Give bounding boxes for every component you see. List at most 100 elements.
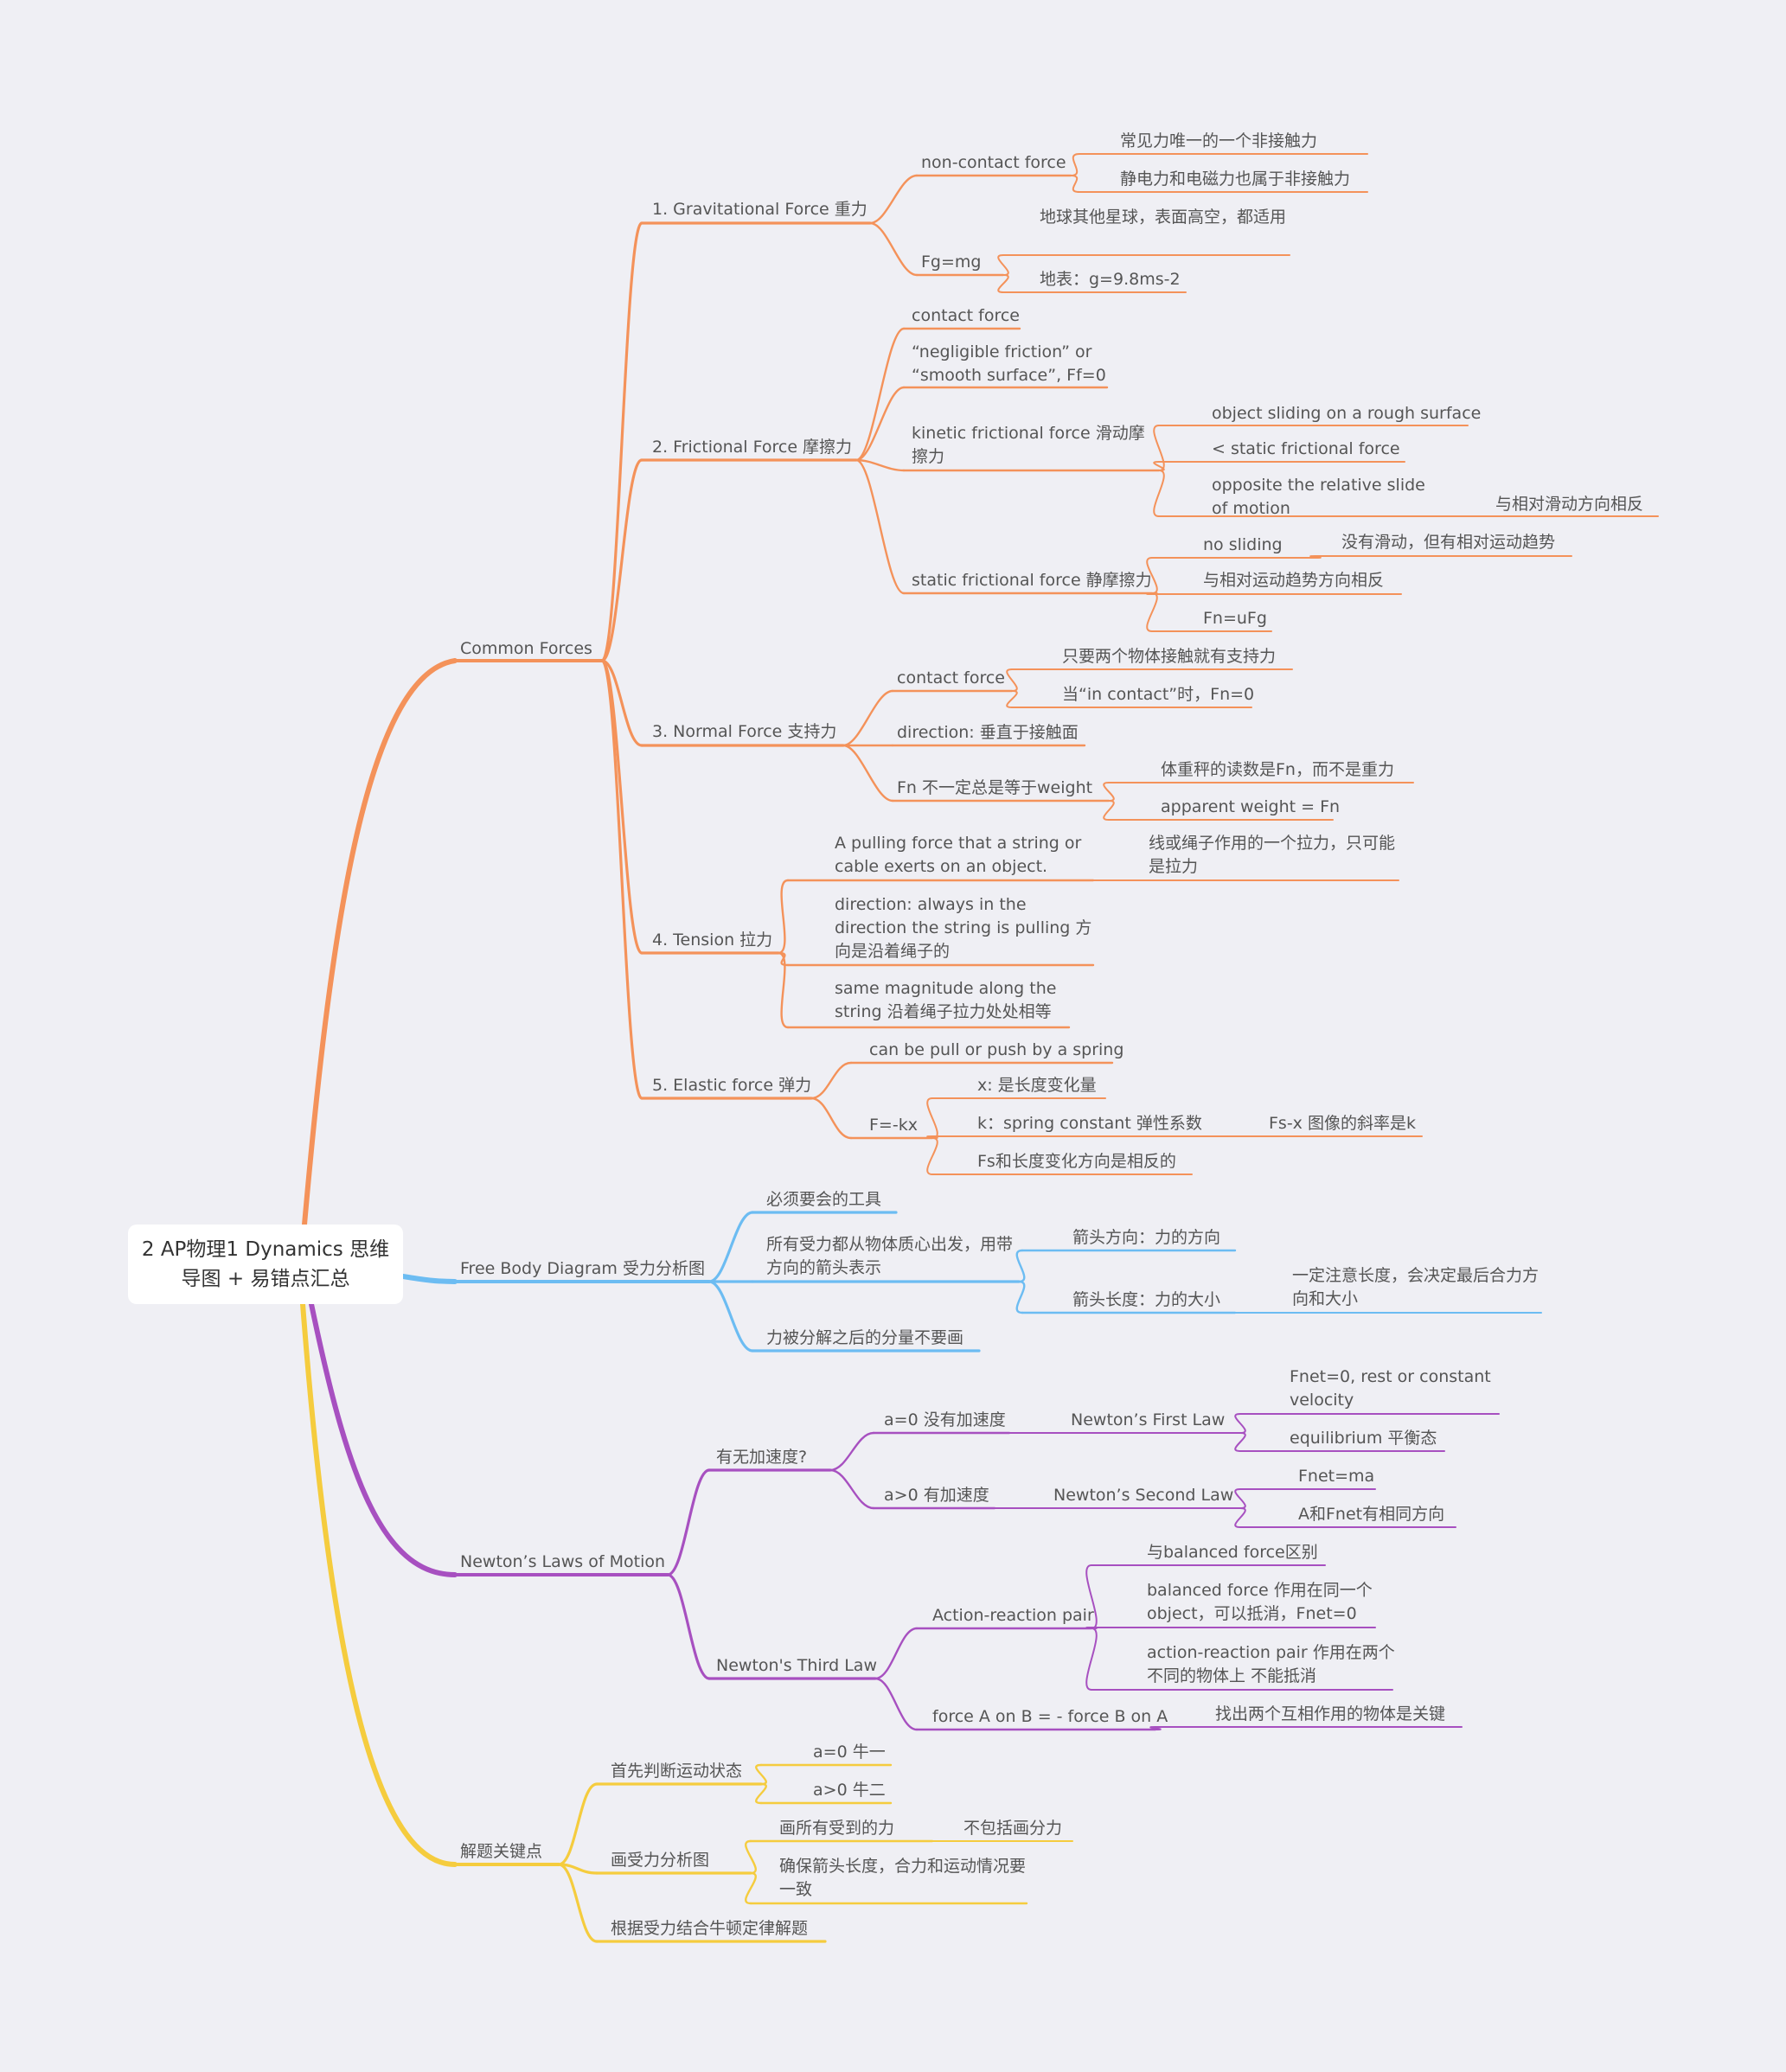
topic-a1-second[interactable]: a>0 牛二 — [813, 1781, 886, 1800]
newton-edge-1 — [666, 1573, 711, 1680]
topic-friction-contact[interactable]: contact force — [912, 306, 1020, 325]
topic-arrow-length[interactable]: 箭头长度：力的大小 — [1072, 1290, 1221, 1309]
newton-1-0-edge-2 — [1085, 1628, 1098, 1691]
topic-sliding-rough[interactable]: object sliding on a rough surface — [1212, 404, 1482, 423]
topic-non-contact-force[interactable]: non-contact force — [921, 153, 1066, 172]
topic-tension-magnitude[interactable]: same magnitude along the string 沿着绳子拉力处处… — [835, 979, 1057, 1021]
topic-vs-balanced[interactable]: 与balanced force区别 — [1147, 1543, 1318, 1562]
solve-0-edge-0 — [755, 1763, 767, 1786]
topic-a-fnet-same[interactable]: A和Fnet有相同方向 — [1298, 1505, 1445, 1524]
topic-length-matters[interactable]: 一定注意长度，会决定最后合力方向和大小 — [1292, 1266, 1540, 1308]
forces-4-1-edge-2 — [926, 1137, 938, 1175]
topic-normal-direction[interactable]: direction: 垂直于接触面 — [897, 723, 1079, 742]
topic-pair-no-cancel[interactable]: action-reaction pair 作用在两个不同的物体上 不能抵消 — [1147, 1643, 1395, 1685]
solve-0-edge-1 — [755, 1782, 767, 1805]
topic-no-components-draw[interactable]: 不包括画分力 — [963, 1819, 1063, 1838]
topic-opposite-trend[interactable]: 与相对运动趋势方向相反 — [1203, 571, 1385, 590]
root-edge-forces — [302, 658, 458, 1227]
forces-1-3-edge-2 — [1146, 592, 1158, 632]
topic-normal-contact[interactable]: contact force — [897, 668, 1005, 687]
topic-fg-everywhere[interactable]: 地球其他星球，表面高空，都适用 — [1040, 208, 1287, 227]
topic-g-value[interactable]: 地表：g=9.8ms-2 — [1040, 270, 1181, 289]
topic-newton-second-law[interactable]: Newton’s Second Law — [1053, 1486, 1234, 1505]
topic-tension-pulling[interactable]: A pulling force that a string or cable e… — [835, 834, 1082, 876]
topic-apply-newton[interactable]: 根据受力结合牛顿定律解题 — [611, 1919, 809, 1938]
topic-fnet-ma[interactable]: Fnet=ma — [1298, 1467, 1375, 1486]
newton-0-1-0-edge-1 — [1234, 1507, 1246, 1528]
newton-0-0-0-edge-1 — [1234, 1432, 1246, 1452]
topic-less-than-static[interactable]: < static frictional force — [1212, 439, 1400, 458]
topic-fnet-zero[interactable]: Fnet=0, rest or constant velocity — [1290, 1367, 1491, 1410]
topic-a0-first[interactable]: a=0 牛一 — [813, 1743, 886, 1762]
topic-newton-third-law[interactable]: Newton's Third Law — [716, 1656, 877, 1675]
topic-spring-constant[interactable]: k：spring constant 弹性系数 — [977, 1114, 1202, 1133]
topic-static-friction[interactable]: static frictional force 静摩擦力 — [912, 571, 1152, 590]
topic-normal-force[interactable]: 3. Normal Force 支持力 — [652, 722, 837, 741]
topic-tension[interactable]: 4. Tension 拉力 — [652, 930, 773, 950]
topic-elastic-force[interactable]: 5. Elastic force 弹力 — [652, 1076, 812, 1095]
forces-4-edge-1 — [810, 1097, 853, 1140]
topic-fn-ufg[interactable]: Fn=uFg — [1203, 609, 1267, 628]
forces-3-edge-0 — [777, 879, 790, 955]
topic-opposite-slide[interactable]: opposite the relative slide of motion — [1212, 476, 1425, 518]
topic-no-sliding-cn[interactable]: 没有滑动，但有相对运动趋势 — [1341, 533, 1556, 552]
topic-hookes-law[interactable]: F=-kx — [869, 1116, 918, 1135]
topic-negligible-friction[interactable]: “negligible friction” or “smooth surface… — [912, 342, 1106, 385]
topic-kinetic-friction[interactable]: kinetic frictional force 滑动摩擦力 — [912, 424, 1145, 466]
topic-draw-all-forces[interactable]: 画所有受到的力 — [779, 1819, 895, 1838]
topic-no-sliding[interactable]: no sliding — [1203, 535, 1283, 554]
root-edge-solve — [300, 1301, 458, 1867]
topic-apparent-weight[interactable]: apparent weight = Fn — [1161, 797, 1341, 816]
forces-1-edge-2 — [855, 458, 906, 472]
topic-has-acceleration[interactable]: 有无加速度? — [716, 1448, 808, 1467]
topic-opposite-slide-cn[interactable]: 与相对滑动方向相反 — [1495, 495, 1644, 514]
solve-edge-0 — [557, 1782, 599, 1866]
topic-solving-keys[interactable]: 解题关键点 — [460, 1842, 543, 1861]
topic-tension-pulling-cn[interactable]: 线或绳子作用的一个拉力，只可能是拉力 — [1149, 834, 1396, 876]
topic-frictional-force[interactable]: 2. Frictional Force 摩擦力 — [652, 438, 853, 457]
newton-0-edge-1 — [829, 1468, 875, 1510]
forces-2-0-edge-1 — [1006, 690, 1018, 708]
topic-tension-direction[interactable]: direction: always in the direction the s… — [835, 895, 1092, 961]
solve-1-edge-0 — [745, 1839, 757, 1875]
forces-1-2-edge-1 — [1153, 461, 1165, 471]
newton-1-0-edge-0 — [1085, 1564, 1098, 1629]
forces-edge-4 — [600, 659, 643, 1100]
topic-common-forces[interactable]: Common Forces — [460, 639, 592, 658]
topic-slope-k[interactable]: Fs-x 图像的斜率是k — [1269, 1114, 1416, 1133]
forces-0-1-edge-0 — [997, 254, 1009, 276]
topic-x-change[interactable]: x: 是长度变化量 — [977, 1076, 1097, 1095]
topic-no-components[interactable]: 力被分解之后的分量不要画 — [766, 1328, 964, 1347]
topic-newtons-laws[interactable]: Newton’s Laws of Motion — [460, 1552, 666, 1571]
topic-scale-reading[interactable]: 体重秤的读数是Fn，而不是重力 — [1161, 760, 1394, 779]
topic-noncontact-only[interactable]: 常见力唯一的一个非接触力 — [1120, 131, 1318, 150]
topic-fg-mg[interactable]: Fg=mg — [921, 253, 982, 272]
topic-fn-not-weight[interactable]: Fn 不一定总是等于weight — [897, 778, 1093, 797]
topic-gravitational-force[interactable]: 1. Gravitational Force 重力 — [652, 200, 867, 219]
topic-newton-first-law[interactable]: Newton’s First Law — [1071, 1410, 1226, 1429]
topic-balanced-force[interactable]: balanced force 作用在同一个object，可以抵消，Fnet=0 — [1147, 1581, 1373, 1623]
topic-consistent-arrows[interactable]: 确保箭头长度，合力和运动情况要一致 — [779, 1857, 1027, 1899]
topic-free-body-diagram[interactable]: Free Body Diagram 受力分析图 — [460, 1259, 705, 1278]
forces-2-2-edge-1 — [1103, 800, 1115, 821]
topic-equilibrium[interactable]: equilibrium 平衡态 — [1290, 1429, 1437, 1448]
topic-electrostatic-noncontact[interactable]: 静电力和电磁力也属于非接触力 — [1120, 169, 1351, 189]
topic-opposite-direction[interactable]: Fs和长度变化方向是相反的 — [977, 1152, 1176, 1171]
topic-a-positive[interactable]: a>0 有加速度 — [884, 1486, 989, 1505]
topic-find-objects[interactable]: 找出两个互相作用的物体是关键 — [1215, 1704, 1446, 1723]
topic-force-a-on-b[interactable]: force A on B = - force B on A — [932, 1707, 1168, 1726]
topic-a-zero[interactable]: a=0 没有加速度 — [884, 1410, 1006, 1429]
newton-0-edge-0 — [829, 1431, 875, 1472]
root-topic[interactable]: 2 AP物理1 Dynamics 思维导图 + 易错点汇总 — [128, 1225, 403, 1304]
topic-contact-support[interactable]: 只要两个物体接触就有支持力 — [1062, 647, 1277, 666]
newton-0-1-0-edge-0 — [1234, 1488, 1246, 1509]
topic-in-contact[interactable]: 当“in contact”时，Fn=0 — [1062, 685, 1255, 704]
topic-arrow-direction[interactable]: 箭头方向：力的方向 — [1072, 1228, 1221, 1247]
root-edge-newton — [309, 1301, 458, 1577]
topic-action-reaction[interactable]: Action-reaction pair — [932, 1606, 1094, 1625]
topic-draw-fbd[interactable]: 画受力分析图 — [611, 1851, 710, 1870]
topic-center-of-mass[interactable]: 所有受力都从物体质心出发，用带方向的箭头表示 — [766, 1235, 1014, 1277]
topic-must-know-tool[interactable]: 必须要会的工具 — [766, 1190, 882, 1209]
topic-judge-motion[interactable]: 首先判断运动状态 — [611, 1762, 743, 1781]
topic-spring-pull-push[interactable]: can be pull or push by a spring — [869, 1040, 1124, 1059]
